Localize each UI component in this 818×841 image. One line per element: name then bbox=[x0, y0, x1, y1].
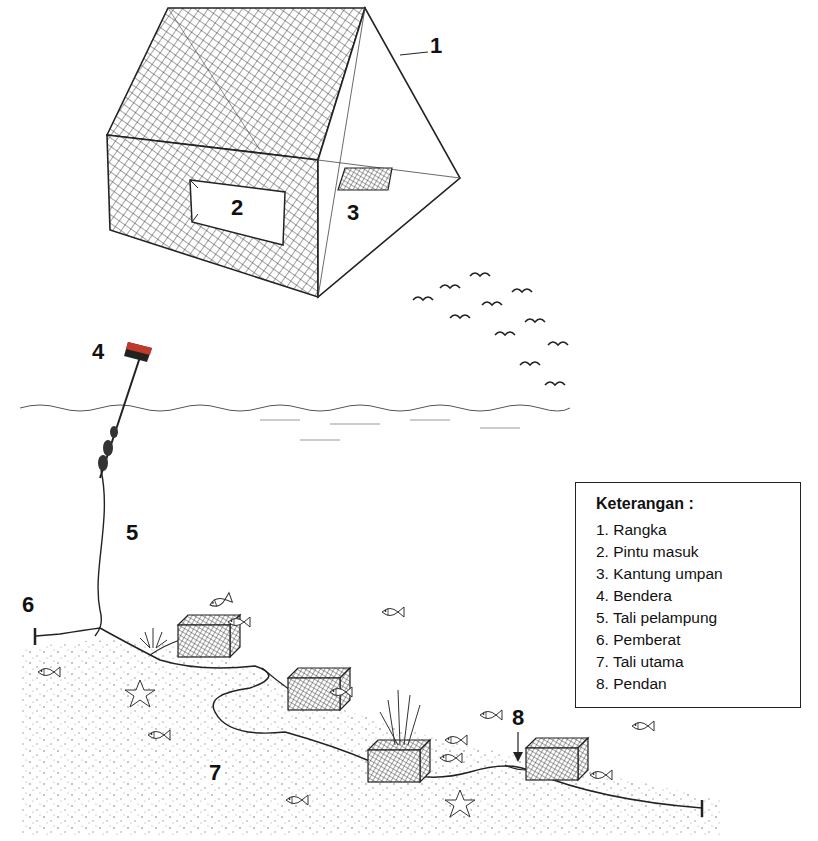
water-surface bbox=[20, 405, 570, 440]
callout-number: 6 bbox=[20, 594, 36, 616]
main-line bbox=[35, 628, 702, 817]
legend-text: 5. Tali pelampung bbox=[596, 609, 717, 626]
legend-entry: 7. Tali utama bbox=[596, 651, 778, 673]
callout-number: 5 bbox=[124, 522, 140, 544]
legend-text: 7. Tali utama bbox=[596, 653, 684, 670]
flag-buoy bbox=[95, 342, 152, 636]
legend-entry: 4. Bendera bbox=[596, 585, 778, 607]
callout-number: 1 bbox=[428, 35, 444, 57]
legend-entry: 6. Pemberat bbox=[596, 629, 778, 651]
callout-number: 4 bbox=[90, 341, 106, 363]
callout-number: 2 bbox=[229, 197, 245, 219]
callout-number: 7 bbox=[207, 762, 223, 784]
callout-number: 8 bbox=[510, 707, 526, 729]
legend-text: 1. Rangka bbox=[596, 521, 667, 538]
legend-text: 6. Pemberat bbox=[596, 631, 680, 648]
legend-entry: 2. Pintu masuk bbox=[596, 541, 778, 563]
legend-entry: 5. Tali pelampung bbox=[596, 607, 778, 629]
legend-box: Keterangan : 1. Rangka 2. Pintu masuk 3. Ka… bbox=[575, 482, 801, 708]
legend-text: 2. Pintu masuk bbox=[596, 543, 699, 560]
legend-text: 8. Pendan bbox=[596, 675, 667, 692]
seabed-traps bbox=[178, 615, 588, 782]
legend-text: 3. Kantung umpan bbox=[596, 565, 723, 582]
trap-frame bbox=[107, 8, 460, 297]
callout-number: 3 bbox=[345, 202, 361, 224]
seagrass bbox=[140, 628, 420, 745]
legend-text: 4. Bendera bbox=[596, 587, 672, 604]
seabed bbox=[20, 640, 720, 835]
legend-entry: 3. Kantung umpan bbox=[596, 563, 778, 585]
sea-stars bbox=[125, 680, 475, 817]
legend-entry: 1. Rangka bbox=[596, 519, 778, 541]
birds bbox=[413, 273, 568, 385]
legend-heading: Keterangan : bbox=[596, 495, 778, 513]
legend-entry: 8. Pendan bbox=[596, 673, 778, 695]
